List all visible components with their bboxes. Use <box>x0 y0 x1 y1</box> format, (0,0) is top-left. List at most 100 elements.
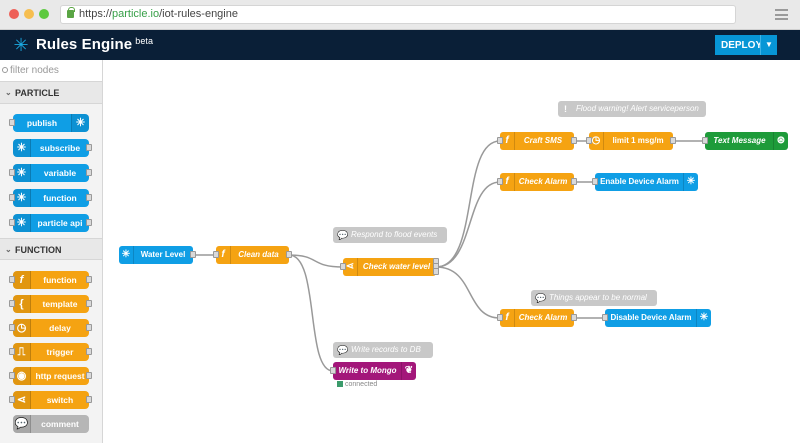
comment-normal[interactable]: 💬 Things appear to be normal <box>531 290 657 306</box>
node-text-message[interactable]: ⊛ Text Message <box>705 132 788 150</box>
node-label: Water Level <box>140 250 186 259</box>
output-port[interactable] <box>86 300 92 307</box>
output-port[interactable] <box>286 251 292 258</box>
node-label: switch <box>46 395 74 405</box>
palette-node-variable[interactable]: ✳ variable <box>13 164 89 182</box>
comment-respond-flood[interactable]: 💬 Respond to flood events <box>333 227 447 243</box>
output-port[interactable] <box>86 169 92 176</box>
palette-node-function[interactable]: f function <box>13 271 89 289</box>
input-port[interactable] <box>340 263 346 270</box>
palette-node-comment[interactable]: 💬 comment <box>13 415 89 433</box>
palette-node-http-request[interactable]: ◉ http request <box>13 367 89 385</box>
input-port[interactable] <box>592 178 598 185</box>
node-label: Disable Device Alarm <box>610 313 692 322</box>
palette-node-publish[interactable]: ✳ publish <box>13 114 89 132</box>
node-enable-device-alarm[interactable]: ✳ Enable Device Alarm <box>595 173 698 191</box>
output-port[interactable] <box>86 372 92 379</box>
node-label: function <box>43 193 77 203</box>
palette-node-template[interactable]: { template <box>13 295 89 313</box>
output-port[interactable] <box>86 348 92 355</box>
input-port[interactable] <box>9 194 15 201</box>
section-particle[interactable]: ⌄ PARTICLE <box>0 82 102 104</box>
input-port[interactable] <box>497 314 503 321</box>
input-port[interactable] <box>9 396 15 403</box>
node-write-to-mongo[interactable]: ❦ Write to Mongo <box>333 362 416 380</box>
node-limit[interactable]: ◷ limit 1 msg/m <box>589 132 673 150</box>
node-clean-data[interactable]: f Clean data <box>216 246 289 264</box>
input-port[interactable] <box>9 300 15 307</box>
output-port[interactable] <box>86 144 92 151</box>
menu-icon[interactable] <box>775 9 788 20</box>
output-port[interactable] <box>86 219 92 226</box>
leaf-icon: ❦ <box>401 362 416 380</box>
output-port[interactable] <box>86 194 92 201</box>
palette-node-function[interactable]: ✳ function <box>13 189 89 207</box>
section-function[interactable]: ⌄ FUNCTION <box>0 238 102 260</box>
status-text: connected <box>345 381 378 388</box>
output-port[interactable] <box>86 324 92 331</box>
speech-bubble-icon: 💬 <box>13 415 31 433</box>
status-indicator <box>337 381 343 387</box>
input-port[interactable] <box>9 169 15 176</box>
node-check-alarm-1[interactable]: f Check Alarm <box>500 173 574 191</box>
twilio-icon: ⊛ <box>773 132 788 150</box>
output-port[interactable] <box>670 137 676 144</box>
palette-node-delay[interactable]: ◷ delay <box>13 319 89 337</box>
node-water-level[interactable]: ✳ Water Level <box>119 246 193 264</box>
particle-logo-icon: ✳ <box>13 35 29 55</box>
input-port[interactable] <box>9 372 15 379</box>
curly-brace-icon: { <box>13 295 31 313</box>
output-port[interactable] <box>190 251 196 258</box>
address-bar[interactable]: https://particle.io/iot-rules-engine <box>60 5 736 24</box>
filter-nodes-input[interactable]: filter nodes <box>0 60 102 82</box>
input-port[interactable] <box>586 137 592 144</box>
output-port[interactable] <box>86 276 92 283</box>
palette-node-switch[interactable]: ⋖ switch <box>13 391 89 409</box>
sparkle-icon: ✳ <box>13 164 31 182</box>
comment-write-records[interactable]: 💬 Write records to DB <box>333 342 433 358</box>
sparkle-icon: ✳ <box>13 189 31 207</box>
node-label: publish <box>26 118 58 128</box>
sparkle-icon: ✳ <box>119 246 134 264</box>
input-port[interactable] <box>9 276 15 283</box>
switch-icon: ⋖ <box>343 258 358 276</box>
node-craft-sms[interactable]: f Craft SMS <box>500 132 574 150</box>
palette-node-subscribe[interactable]: ✳ subscribe <box>13 139 89 157</box>
function-icon: f <box>500 173 515 191</box>
node-label: comment <box>41 419 79 429</box>
node-disable-device-alarm[interactable]: ✳ Disable Device Alarm <box>605 309 711 327</box>
input-port[interactable] <box>497 137 503 144</box>
input-port[interactable] <box>702 137 708 144</box>
output-port[interactable] <box>433 268 439 275</box>
beta-badge: beta <box>135 36 154 46</box>
input-port[interactable] <box>213 251 219 258</box>
output-port[interactable] <box>571 314 577 321</box>
comment-flood-warning[interactable]: ! Flood warning! Alert serviceperson <box>558 101 706 117</box>
sparkle-icon: ✳ <box>71 114 89 132</box>
node-label: function <box>43 275 77 285</box>
sparkle-icon: ✳ <box>696 309 711 327</box>
input-port[interactable] <box>9 348 15 355</box>
output-port[interactable] <box>86 396 92 403</box>
node-status: connected <box>337 381 377 388</box>
input-port[interactable] <box>602 314 608 321</box>
minimize-window-button[interactable] <box>24 9 34 19</box>
output-port[interactable] <box>571 137 577 144</box>
close-window-button[interactable] <box>9 9 19 19</box>
input-port[interactable] <box>9 324 15 331</box>
wire <box>435 140 501 268</box>
palette-node-particle-api[interactable]: ✳ particle api <box>13 214 89 232</box>
input-port[interactable] <box>330 367 336 374</box>
node-check-alarm-2[interactable]: f Check Alarm <box>500 309 574 327</box>
maximize-window-button[interactable] <box>39 9 49 19</box>
palette-node-trigger[interactable]: ⎍ trigger <box>13 343 89 361</box>
node-check-water-level[interactable]: ⋖ Check water level <box>343 258 436 276</box>
lock-icon <box>67 7 75 18</box>
input-port[interactable] <box>9 219 15 226</box>
comment-text: Respond to flood events <box>351 230 438 239</box>
input-port[interactable] <box>9 119 15 126</box>
output-port[interactable] <box>571 178 577 185</box>
input-port[interactable] <box>497 178 503 185</box>
deploy-dropdown-button[interactable]: ▼ <box>760 35 777 55</box>
